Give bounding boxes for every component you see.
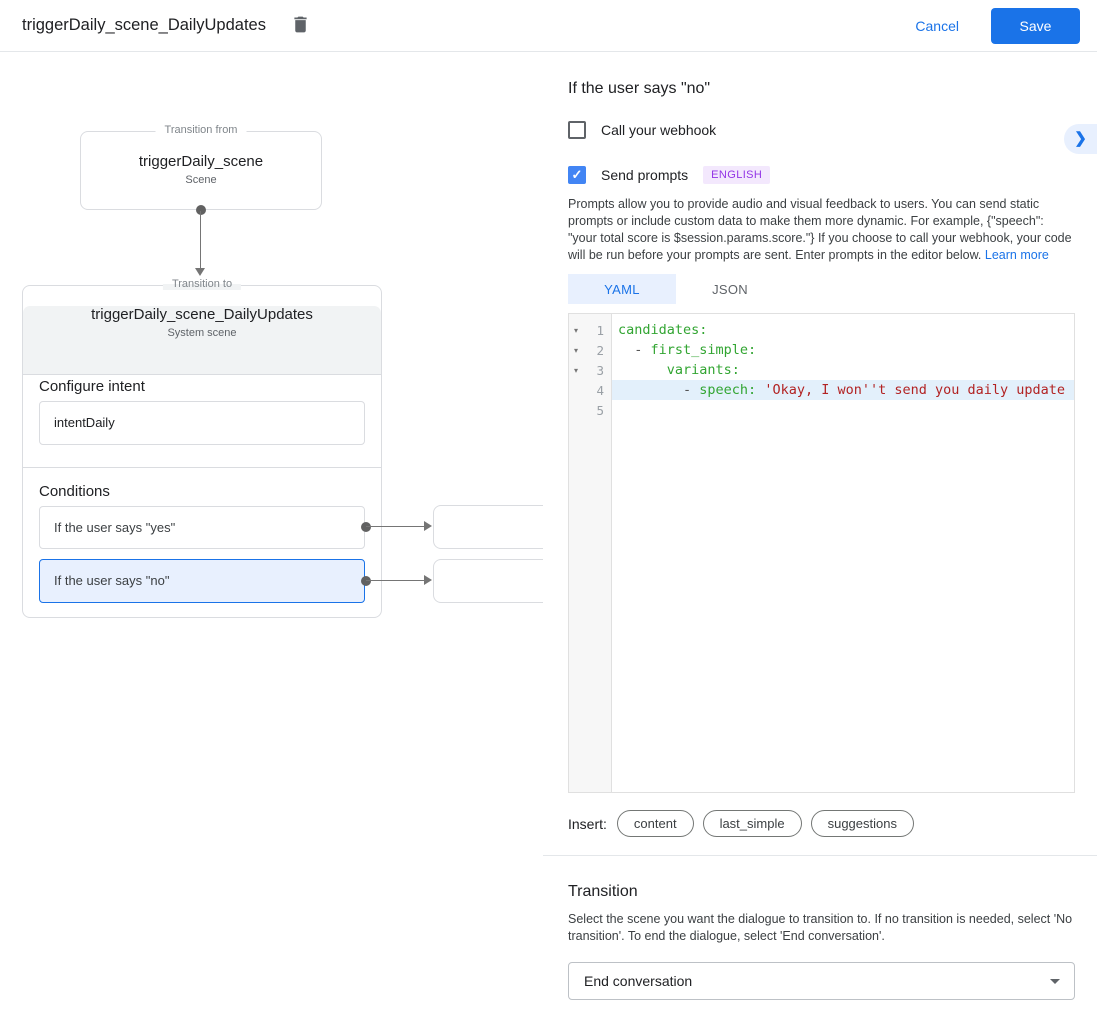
line-number: 4 xyxy=(596,382,604,398)
transition-select[interactable]: End conversation xyxy=(568,962,1075,1000)
condition-item-no[interactable]: If the user says "no" xyxy=(39,559,365,603)
insert-label: Insert: xyxy=(568,815,607,832)
arrow-right-icon xyxy=(424,575,432,585)
line-number: 1 xyxy=(596,322,604,338)
code-line[interactable]: - speech: 'Okay, I won''t send you daily… xyxy=(612,380,1074,400)
send-prompts-label: Send prompts xyxy=(601,167,689,183)
connector-line xyxy=(366,580,425,581)
code-line[interactable]: - first_simple: xyxy=(612,340,1074,360)
code-token: first_simple: xyxy=(650,342,757,358)
divider xyxy=(23,467,381,468)
cancel-button[interactable]: Cancel xyxy=(915,17,959,34)
code-token: - xyxy=(618,342,651,358)
conditions-heading: Conditions xyxy=(39,483,110,500)
dropdown-caret-icon xyxy=(1050,979,1060,984)
arrow-right-icon xyxy=(424,521,432,531)
collapse-panel-button[interactable]: ❯ xyxy=(1064,124,1097,154)
language-badge: ENGLISH xyxy=(703,166,771,184)
gutter-row: 4 xyxy=(569,380,611,400)
tab-yaml[interactable]: YAML xyxy=(568,274,676,304)
top-bar: triggerDaily_scene_DailyUpdates Cancel S… xyxy=(0,0,1097,52)
webhook-checkbox-row: Call your webhook xyxy=(568,121,1075,139)
line-number: 3 xyxy=(596,362,604,378)
transition-heading: Transition xyxy=(568,883,638,900)
insert-row: Insert: content last_simple suggestions xyxy=(568,810,1075,837)
transition-description: Select the scene you want the dialogue t… xyxy=(568,912,1073,943)
editor-format-tabs: YAML JSON xyxy=(568,274,1075,304)
page-title: triggerDaily_scene_DailyUpdates xyxy=(22,16,266,34)
learn-more-link[interactable]: Learn more xyxy=(984,248,1049,262)
divider xyxy=(543,855,1097,856)
code-line[interactable]: candidates: xyxy=(612,320,1074,340)
code-token: candidates: xyxy=(618,322,708,338)
prompts-checkbox-row: ✓ Send prompts ENGLISH xyxy=(568,166,1075,184)
code-line[interactable]: variants: xyxy=(612,360,1074,380)
connector-dot xyxy=(196,205,206,215)
condition-item-yes[interactable]: If the user says "yes" xyxy=(39,506,365,549)
connector-dot xyxy=(361,576,371,586)
panel-title: If the user says "no" xyxy=(568,80,711,97)
intent-field[interactable]: intentDaily xyxy=(39,401,365,445)
topbar-actions: Cancel Save xyxy=(915,7,1097,44)
send-prompts-checkbox[interactable]: ✓ xyxy=(568,166,586,184)
connector-line xyxy=(200,211,201,269)
arrow-down-icon xyxy=(195,268,205,276)
fold-toggle-icon[interactable]: ▾ xyxy=(573,345,578,355)
fold-toggle-icon[interactable]: ▾ xyxy=(573,325,578,335)
from-node-subtitle: Scene xyxy=(185,174,217,186)
transition-to-legend: Transition to xyxy=(162,278,242,290)
editor-code[interactable]: candidates: - first_simple: variants: - … xyxy=(612,314,1074,792)
from-node-title: triggerDaily_scene xyxy=(138,153,264,170)
code-token: speech: xyxy=(699,382,757,398)
transition-from-legend: Transition from xyxy=(155,124,247,136)
scene-diagram-canvas: Transition from triggerDaily_scene Scene… xyxy=(0,52,543,1016)
gutter-row: ▾1 xyxy=(569,320,611,340)
transition-selected-value: End conversation xyxy=(584,973,693,989)
transition-target-node[interactable] xyxy=(433,505,543,549)
insert-chip-suggestions[interactable]: suggestions xyxy=(810,810,914,837)
insert-chip-content[interactable]: content xyxy=(616,810,694,837)
to-node-subtitle: System scene xyxy=(167,327,237,339)
line-number: 5 xyxy=(596,402,604,418)
code-line[interactable] xyxy=(612,400,1074,420)
gutter-row: ▾2 xyxy=(569,340,611,360)
connector-line xyxy=(366,526,425,527)
fold-toggle-icon[interactable]: ▾ xyxy=(573,365,578,375)
insert-chip-last-simple[interactable]: last_simple xyxy=(702,810,802,837)
call-webhook-label: Call your webhook xyxy=(601,122,717,138)
to-node-title: triggerDaily_scene_DailyUpdates xyxy=(91,306,313,323)
tab-json[interactable]: JSON xyxy=(712,281,748,297)
code-token xyxy=(618,362,667,378)
chevron-right-icon: ❯ xyxy=(1074,130,1087,147)
line-number: 2 xyxy=(596,342,604,358)
gutter-row: 5 xyxy=(569,400,611,420)
condition-edit-panel: ❯ If the user says "no" Call your webhoo… xyxy=(543,52,1097,1016)
code-token: - xyxy=(618,382,700,398)
transition-target-node[interactable] xyxy=(433,559,543,603)
save-button[interactable]: Save xyxy=(991,7,1080,44)
gutter-row: ▾3 xyxy=(569,360,611,380)
transition-from-node[interactable]: Transition from triggerDaily_scene Scene xyxy=(80,124,322,210)
code-token: variants: xyxy=(666,362,740,378)
trash-icon xyxy=(290,14,311,38)
delete-button[interactable] xyxy=(286,11,316,41)
prompts-description: Prompts allow you to provide audio and v… xyxy=(568,197,1072,262)
transition-to-node: Transition to triggerDaily_scene_DailyUp… xyxy=(22,278,382,618)
connector-dot xyxy=(361,522,371,532)
call-webhook-checkbox[interactable] xyxy=(568,121,586,139)
configure-intent-heading: Configure intent xyxy=(39,378,145,395)
code-token: 'Okay, I won''t send you daily update xyxy=(764,382,1066,398)
to-node-header: triggerDaily_scene_DailyUpdates System s… xyxy=(23,306,381,375)
main-area: Transition from triggerDaily_scene Scene… xyxy=(0,52,1097,1016)
